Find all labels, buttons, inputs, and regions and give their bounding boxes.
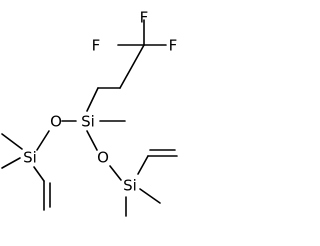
atom-f-top: F bbox=[140, 9, 149, 27]
bonds bbox=[1, 19, 178, 217]
bond-o-right-si-right bbox=[109, 165, 122, 181]
chemical-structure: F F F O Si O Si Si bbox=[1, 9, 178, 217]
atom-si-center: Si bbox=[81, 113, 95, 131]
atom-f-left: F bbox=[92, 37, 101, 55]
bond-ch2-si-center bbox=[86, 87, 99, 112]
atom-f-right: F bbox=[169, 37, 178, 55]
bond-si-left-methyl-2 bbox=[1, 157, 21, 169]
atom-o-left: O bbox=[50, 113, 62, 131]
bond-o-left-si-left bbox=[36, 130, 50, 151]
atom-si-right: Si bbox=[123, 177, 137, 195]
bond-si-right-methyl-1 bbox=[139, 188, 161, 204]
bond-si-center-o-right bbox=[86, 130, 98, 151]
bond-si-left-methyl-1 bbox=[1, 133, 23, 150]
bond-si-right-vinyl bbox=[137, 155, 149, 175]
atom-o-right: O bbox=[97, 149, 109, 167]
atom-labels: F F F O Si O Si Si bbox=[23, 9, 177, 195]
atom-si-left: Si bbox=[23, 149, 37, 167]
bond-si-left-vinyl bbox=[33, 166, 45, 182]
bond-cf3-ch2 bbox=[119, 44, 145, 89]
